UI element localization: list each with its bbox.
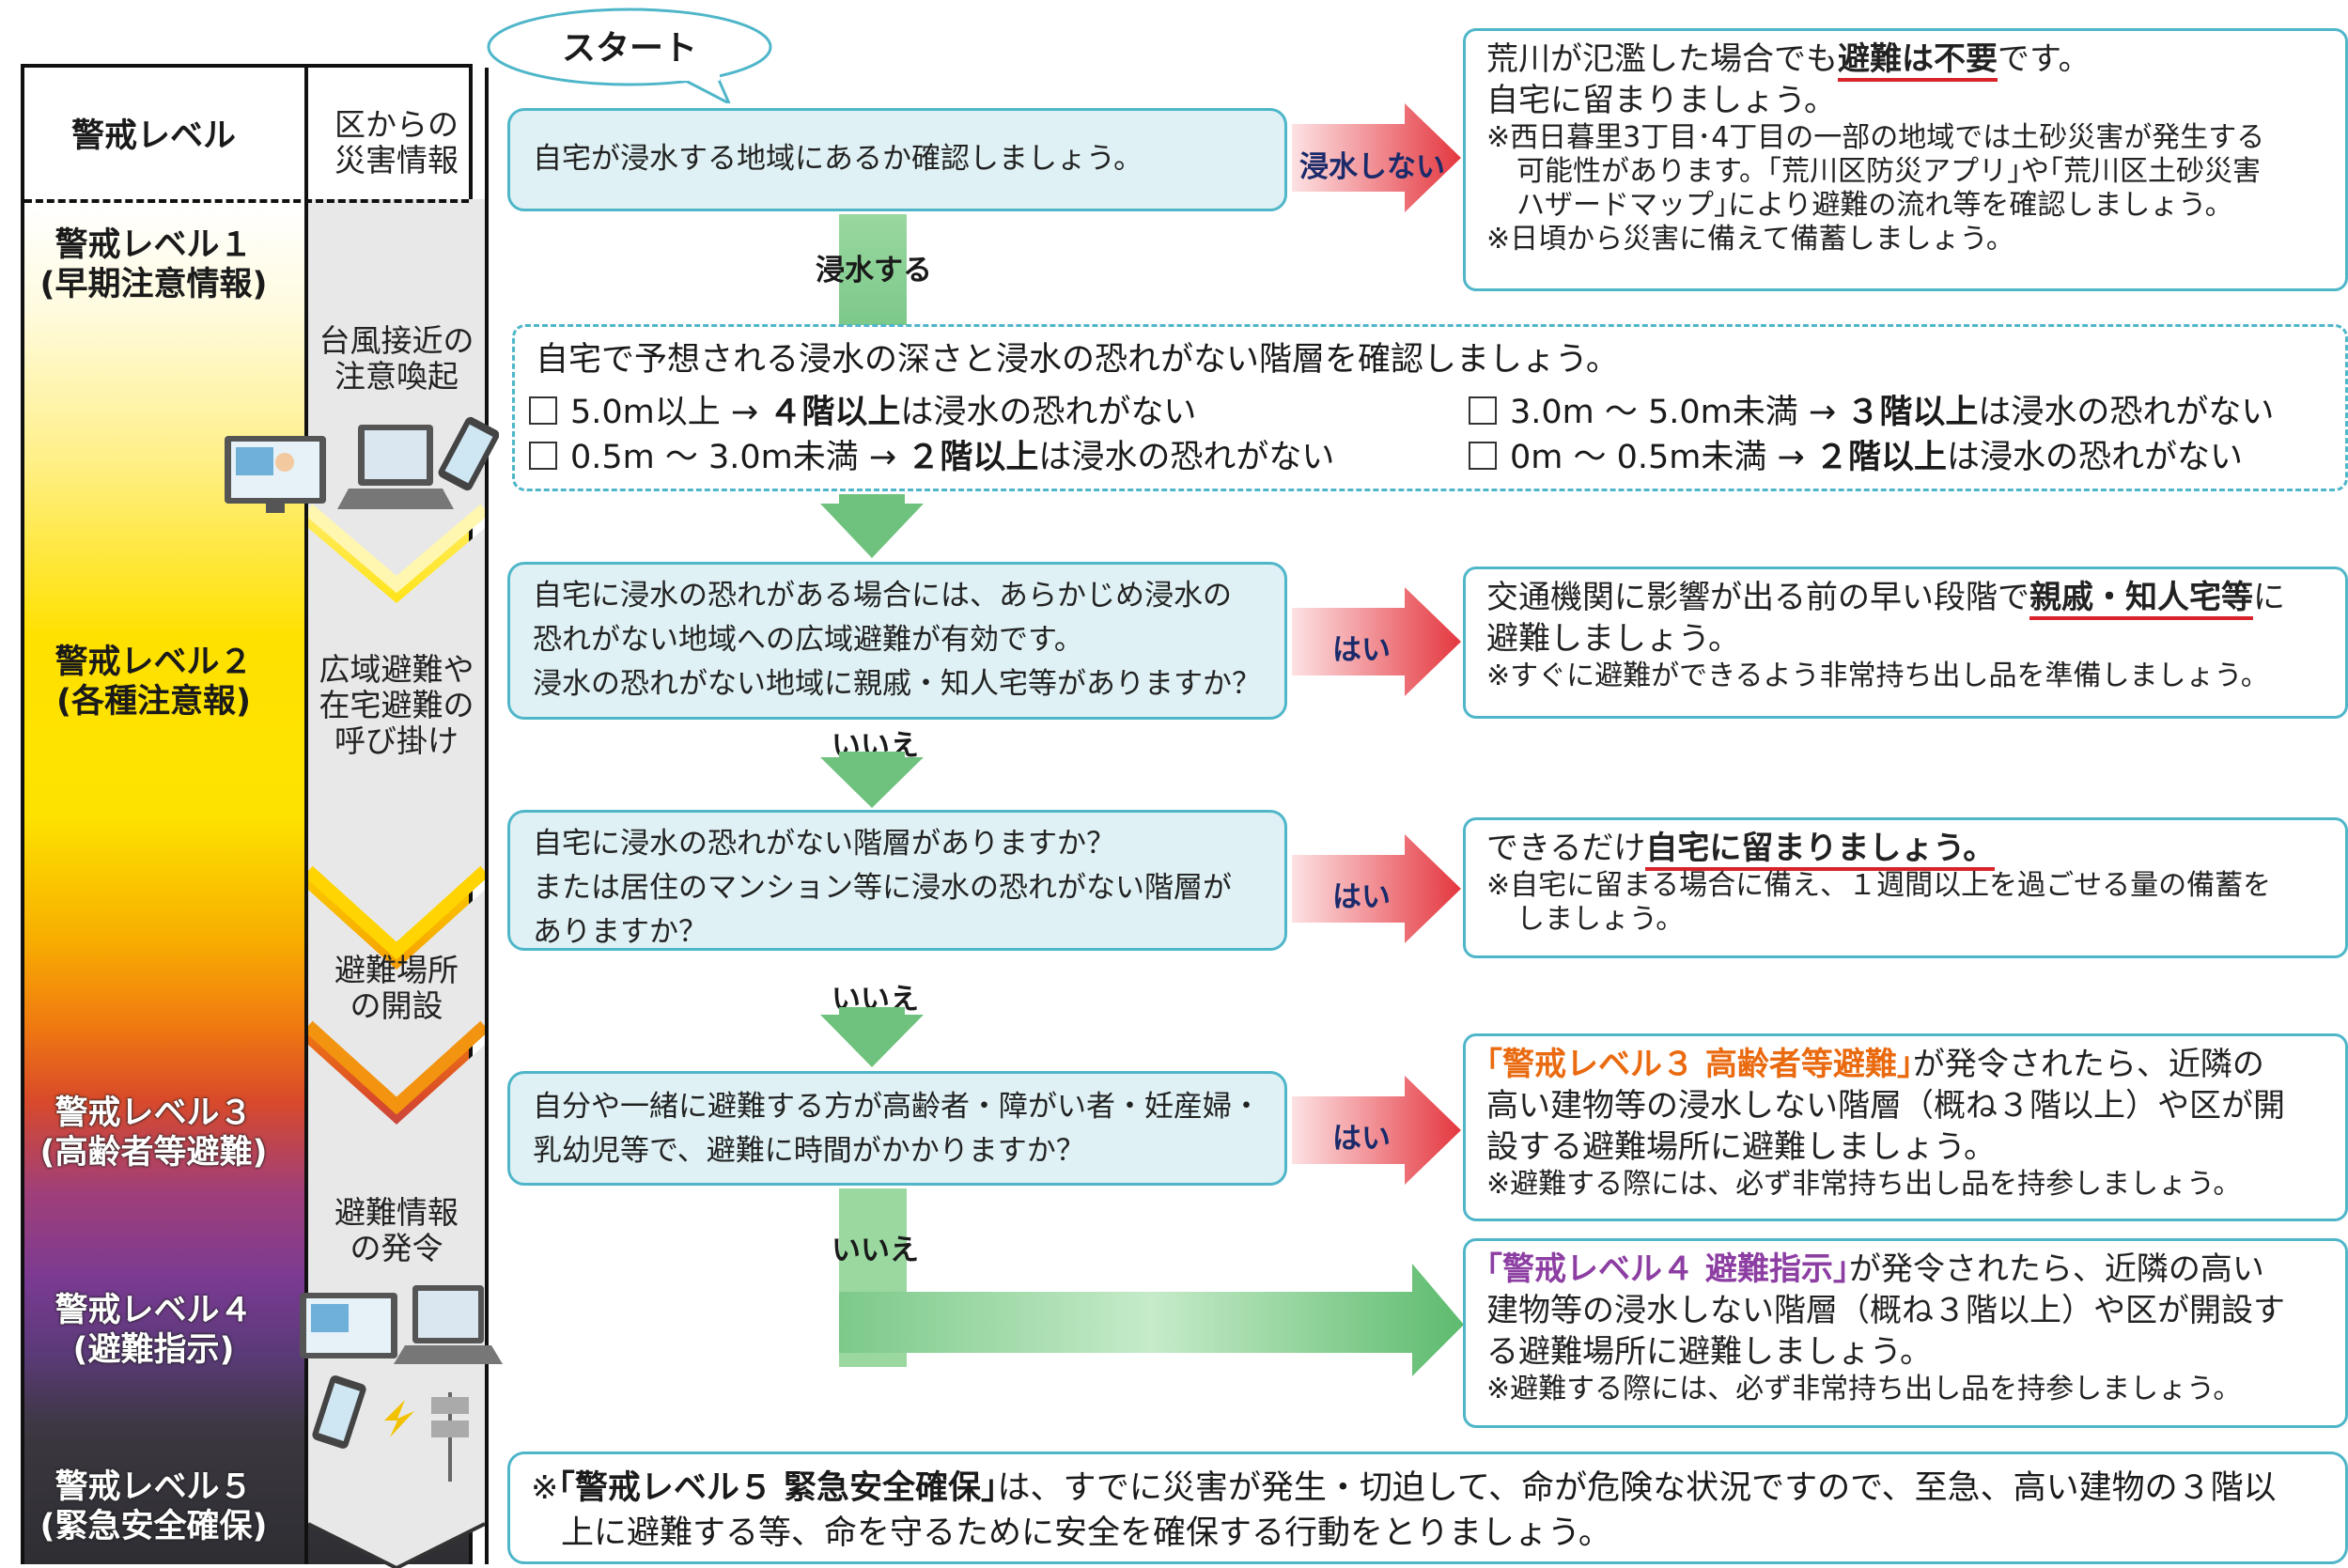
alert-level-column: 警戒レベル 警戒レベル１(早期注意情報) 警戒レベル２(各種注意報) 警戒レベル… bbox=[21, 64, 503, 1568]
answer-level-4: ｢警戒レベル４ 避難指示｣が発令されたら、近隣の高い 建物等の浸水しない階層（概… bbox=[1463, 1238, 2348, 1428]
question-flooding-area: 自宅が浸水する地域にあるか確認しましょう。 bbox=[507, 108, 1287, 211]
level-5-title: 警戒レベル５(緊急安全確保) bbox=[39, 1468, 268, 1545]
depth-option-4[interactable]: 0m ～ 0.5m未満 → ２階以上は浸水の恐れがない bbox=[1469, 435, 2243, 480]
answer-level-3: ｢警戒レベル３ 高齢者等避難｣が発令されたら、近隣の 高い建物等の浸水しない階層… bbox=[1463, 1033, 2348, 1221]
checkbox-icon[interactable] bbox=[1469, 396, 1497, 425]
arrow-down-3 bbox=[820, 1007, 924, 1067]
level-5-note: ※｢警戒レベル５ 緊急安全確保｣は、すでに災害が発生・切迫して、命が危険な状況で… bbox=[507, 1452, 2348, 1564]
depth-check-box: 自宅で予想される浸水の深さと浸水の恐れがない階層を確認しましょう。 bbox=[512, 324, 2348, 491]
arrow-no-flood bbox=[1292, 103, 1461, 212]
info-column-chevrons bbox=[308, 199, 485, 1568]
level-2-title: 警戒レベル２(各種注意報) bbox=[54, 644, 253, 721]
info-evac-order: 避難情報 の発令 bbox=[334, 1194, 459, 1266]
header-divider bbox=[24, 199, 469, 203]
answer-relatives: 交通機関に影響が出る前の早い段階で親戚・知人宅等に 避難しましょう。 ※すぐに避… bbox=[1463, 567, 2348, 719]
info-typhoon-warning: 台風接近の 注意喚起 bbox=[319, 322, 474, 395]
depth-option-3[interactable]: 0.5m ～ 3.0m未満 → ２階以上は浸水の恐れがない bbox=[529, 435, 1334, 480]
answer-stay-home: できるだけ自宅に留まりましょう。 ※自宅に留まる場合に備え、１週間以上を過ごせる… bbox=[1463, 817, 2348, 958]
checkbox-icon[interactable] bbox=[529, 396, 557, 425]
label-flooded: 浸水する bbox=[816, 254, 932, 287]
label-yes-3: はい bbox=[1332, 880, 1391, 914]
level-1-title: 警戒レベル１(早期注意情報) bbox=[39, 226, 268, 303]
depth-title: 自宅で予想される浸水の深さと浸水の恐れがない階層を確認しましょう。 bbox=[536, 341, 1619, 379]
arrow-yes-2 bbox=[1292, 587, 1461, 696]
start-label: スタート bbox=[561, 29, 697, 68]
info-header: 区からの 災害情報 bbox=[334, 106, 459, 179]
ward-info-column bbox=[304, 68, 489, 1568]
depth-option-1[interactable]: 5.0m以上 → ４階以上は浸水の恐れがない bbox=[529, 390, 1196, 435]
depth-option-2[interactable]: 3.0m ～ 5.0m未満 → ３階以上は浸水の恐れがない bbox=[1469, 390, 2274, 435]
label-no-flood: 浸水しない bbox=[1299, 150, 1445, 184]
devices-illustration-bottom bbox=[300, 1285, 503, 1482]
label-yes-2: はい bbox=[1332, 633, 1391, 667]
checkbox-icon[interactable] bbox=[1469, 442, 1497, 470]
arrow-no-to-level4 bbox=[839, 1188, 1464, 1376]
start-callout bbox=[487, 8, 772, 103]
level-header: 警戒レベル bbox=[70, 117, 236, 155]
devices-illustration-top bbox=[225, 416, 499, 513]
level-4-title: 警戒レベル４(避難指示) bbox=[54, 1292, 253, 1369]
question-needs-time: 自分や一緒に避難する方が高齢者・障がい者・妊産婦・乳幼児等で、避難に時間がかかり… bbox=[507, 1071, 1287, 1186]
info-shelter-open: 避難場所 の開設 bbox=[334, 952, 459, 1024]
connector-flood bbox=[839, 214, 907, 325]
arrow-down-2 bbox=[820, 752, 924, 808]
arrow-down-1 bbox=[820, 494, 924, 558]
label-yes-4: はい bbox=[1332, 1122, 1391, 1156]
info-evacuation-call: 広域避難や 在宅避難の 呼び掛け bbox=[319, 651, 474, 759]
label-no-4: いいえ bbox=[832, 1234, 919, 1267]
question-safe-floor: 自宅に浸水の恐れがない階層がありますか？または居住のマンション等に浸水の恐れがな… bbox=[507, 810, 1287, 951]
checkbox-icon[interactable] bbox=[529, 442, 557, 470]
question-relatives-home: 自宅に浸水の恐れがある場合には、あらかじめ浸水の恐れがない地域への広域避難が有効… bbox=[507, 562, 1287, 720]
level-3-title: 警戒レベル３(高齢者等避難) bbox=[39, 1094, 268, 1172]
answer-no-evacuation: 荒川が氾濫した場合でも避難は不要です。 自宅に留まりましょう。 ※西日暮里3丁目… bbox=[1463, 28, 2348, 291]
arrow-yes-3 bbox=[1292, 834, 1461, 943]
arrow-yes-4 bbox=[1292, 1076, 1461, 1185]
